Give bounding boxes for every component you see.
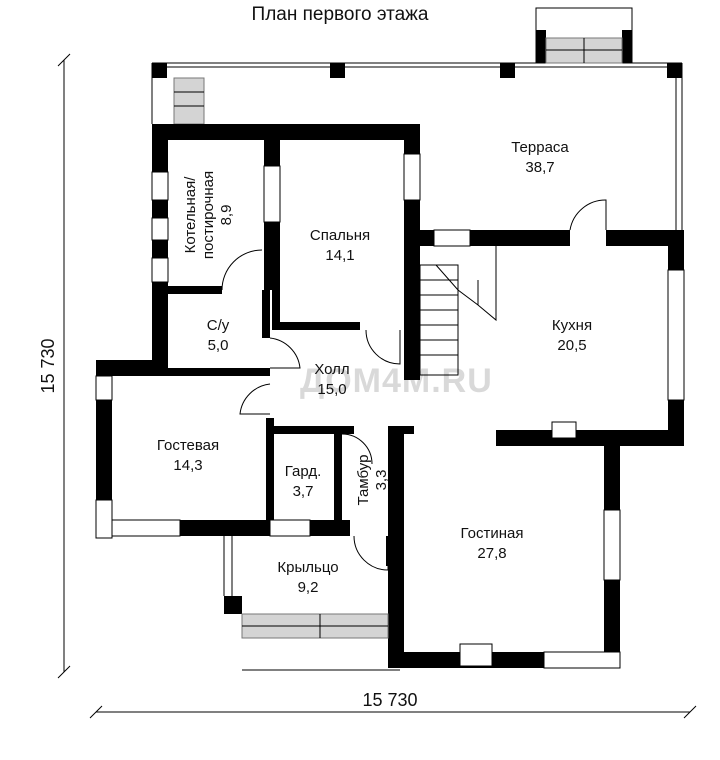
- room-kitchen-name: Кухня: [552, 317, 592, 334]
- room-porch-name: Крыльцо: [277, 559, 338, 576]
- doors: [221, 199, 607, 571]
- watermark: ДОМ4М.RU: [300, 362, 493, 400]
- room-porch: Крыльцо 9,2: [277, 559, 338, 596]
- plan-title: План первого этажа: [252, 4, 429, 25]
- terrace-outline: [151, 7, 683, 245]
- room-bedroom-name: Спальня: [310, 227, 370, 244]
- room-bathroom-name: С/у: [207, 317, 230, 334]
- dimension-horizontal-label: 15 730: [362, 690, 417, 710]
- room-bathroom: С/у 5,0: [207, 317, 230, 354]
- porch-outline: [223, 536, 400, 671]
- room-kitchen: Кухня 20,5: [552, 317, 592, 354]
- room-vestibule-name: Тамбур: [355, 455, 372, 506]
- dimension-vertical: 15 730: [38, 53, 71, 679]
- room-bathroom-area: 5,0: [208, 337, 229, 354]
- room-wardrobe-area: 3,7: [293, 483, 314, 500]
- room-wardrobe: Гард. 3,7: [285, 463, 322, 500]
- room-boiler-area: 8,9: [218, 205, 235, 226]
- walls: [96, 124, 684, 668]
- room-vestibule-area: 3,3: [373, 470, 390, 491]
- room-vestibule: Тамбур 3,3: [355, 455, 390, 506]
- room-guest-area: 14,3: [173, 457, 202, 474]
- room-terrace-name: Терраса: [511, 139, 569, 156]
- windows: [95, 153, 685, 669]
- room-guest: Гостевая 14,3: [157, 437, 219, 474]
- stairs: [419, 246, 497, 376]
- room-hall-name: Холл: [314, 361, 349, 378]
- room-living: Гостиная 27,8: [461, 525, 524, 562]
- dimension-vertical-label: 15 730: [38, 338, 58, 393]
- room-boiler: Котельная/ постирочная 8,9: [182, 171, 235, 259]
- room-hall: Холл 15,0: [314, 361, 349, 398]
- room-kitchen-area: 20,5: [557, 337, 586, 354]
- room-boiler-name-1: Котельная/: [182, 176, 199, 254]
- room-bedroom: Спальня 14,1: [310, 227, 370, 264]
- dimension-horizontal: 15 730: [89, 690, 697, 719]
- room-porch-area: 9,2: [298, 579, 319, 596]
- room-bedroom-area: 14,1: [325, 247, 354, 264]
- room-guest-name: Гостевая: [157, 437, 219, 454]
- room-boiler-name-2: постирочная: [200, 171, 217, 259]
- room-wardrobe-name: Гард.: [285, 463, 322, 480]
- room-terrace-area: 38,7: [525, 159, 554, 176]
- room-living-name: Гостиная: [461, 525, 524, 542]
- room-terrace: Терраса 38,7: [511, 139, 569, 176]
- room-living-area: 27,8: [477, 545, 506, 562]
- fixtures: [263, 165, 577, 667]
- room-hall-area: 15,0: [317, 381, 346, 398]
